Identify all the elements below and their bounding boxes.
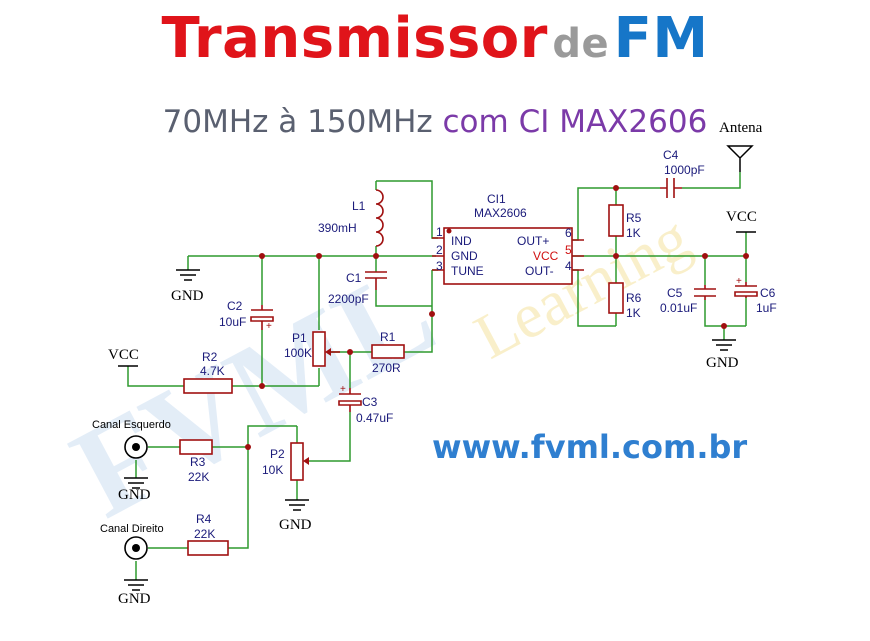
r2-name: R2: [202, 350, 218, 364]
r1-value: 270R: [372, 361, 401, 375]
ic-pin6-label: OUT+: [517, 234, 549, 248]
inductor-l1: L1 390mH: [318, 189, 384, 247]
p1-value: 100K: [284, 346, 312, 360]
gnd-right: GND: [706, 339, 739, 371]
r5-name: R5: [626, 211, 642, 225]
watermark-fvml: FVML: [51, 239, 457, 546]
c6-plus: +: [736, 276, 742, 287]
ic-pin3-num: 3: [436, 259, 443, 273]
resistor-r4: R4 22K: [187, 512, 229, 556]
resistor-r1: R1 270R: [371, 330, 405, 375]
c4-name: C4: [663, 148, 679, 162]
page-title: Transmissor de FM: [0, 6, 870, 71]
c1-value: 2200pF: [328, 292, 369, 306]
c4-value: 1000pF: [664, 163, 705, 177]
c6-value: 1uF: [756, 301, 777, 315]
l1-value: 390mH: [318, 221, 357, 235]
c2-name: C2: [227, 299, 243, 313]
r3-value: 22K: [188, 470, 209, 484]
ic-pin3-label: TUNE: [451, 264, 484, 278]
junctions: [245, 185, 749, 450]
c6-name: C6: [760, 286, 776, 300]
gnd-left-channel: GND: [118, 477, 151, 503]
gnd-top-left: GND: [171, 269, 204, 304]
page-subtitle: 70MHz à 150MHz com CI MAX2606: [0, 104, 870, 140]
r4-name: R4: [196, 512, 212, 526]
r4-value: 22K: [194, 527, 215, 541]
potentiometer-p2: P2 10K: [262, 442, 309, 481]
gnd-right-channel: GND: [118, 579, 151, 607]
p1-name: P1: [292, 331, 307, 345]
capacitor-c5: C5 0.01uF: [660, 285, 716, 315]
watermark-learning: Learning: [463, 201, 700, 372]
c2-value: 10uF: [219, 315, 246, 329]
resistor-r6: R6 1K: [608, 282, 642, 320]
resistor-r2: R2 4.7K: [183, 350, 233, 394]
l1-name: L1: [352, 199, 366, 213]
ic-pin4-label: OUT-: [525, 264, 554, 278]
title-part3: FM: [613, 6, 709, 71]
capacitor-c4: C4 1000pF: [660, 148, 705, 198]
ic-part: MAX2606: [474, 206, 527, 220]
title-part1: Transmissor: [161, 6, 548, 71]
r2-value: 4.7K: [200, 364, 225, 378]
c3-name: C3: [362, 395, 378, 409]
right-channel-label: Canal Direito: [100, 523, 164, 535]
subtitle-part2: com CI MAX2606: [442, 104, 708, 140]
capacitor-c3: + C3 0.47uF: [338, 384, 393, 425]
ic-max2606: CI1 MAX2606 1 2 3 IND GND TUNE OUT+ VCC …: [432, 192, 584, 285]
resistor-r5: R5 1K: [608, 204, 642, 240]
capacitor-c2: + C2 10uF: [219, 299, 274, 332]
c3-value: 0.47uF: [356, 411, 393, 425]
jack-right-channel: Canal Direito: [100, 523, 164, 560]
vcc-right: VCC: [726, 209, 757, 233]
r5-value: 1K: [626, 226, 641, 240]
potentiometer-p1: P1 100K: [284, 331, 340, 367]
gnd-label-1: GND: [171, 288, 204, 304]
left-channel-label: Canal Esquerdo: [92, 419, 171, 431]
gnd-p2: GND: [279, 499, 312, 533]
ic-pin6-num: 6: [565, 226, 572, 240]
r6-value: 1K: [626, 306, 641, 320]
r6-name: R6: [626, 291, 642, 305]
ic-pin1-label: IND: [451, 234, 472, 248]
gnd-label-2: GND: [118, 487, 151, 503]
ic-pin1-num: 1: [436, 225, 443, 239]
website-url: www.fvml.com.br: [432, 428, 748, 466]
c5-value: 0.01uF: [660, 301, 697, 315]
gnd-label-5: GND: [706, 355, 739, 371]
subtitle-part1: 70MHz à 150MHz: [162, 104, 433, 140]
capacitor-c1: C1 2200pF: [328, 271, 387, 306]
c3-plus: +: [340, 384, 346, 395]
ic-name: CI1: [487, 192, 506, 206]
gnd-label-3: GND: [279, 517, 312, 533]
antenna-icon: Antena: [719, 120, 763, 172]
antenna-label: Antena: [719, 120, 763, 136]
capacitor-c6: + C6 1uF: [734, 276, 777, 315]
c2-plus: +: [266, 321, 272, 332]
c1-name: C1: [346, 271, 362, 285]
ic-pin5-num: 5: [565, 243, 572, 257]
vcc-left: VCC: [108, 347, 139, 367]
ic-pin4-num: 4: [565, 259, 572, 273]
vcc-left-label: VCC: [108, 347, 139, 363]
c5-name: C5: [667, 286, 683, 300]
r3-name: R3: [190, 455, 206, 469]
vcc-right-label: VCC: [726, 209, 757, 225]
ic-pin2-num: 2: [436, 243, 443, 257]
ic-pin5-label: VCC: [533, 249, 559, 263]
title-part2: de: [552, 21, 610, 67]
p2-name: P2: [270, 447, 285, 461]
p2-value: 10K: [262, 463, 283, 477]
jack-left-channel: Canal Esquerdo: [92, 419, 171, 459]
resistor-r3: R3 22K: [179, 439, 213, 484]
r1-name: R1: [380, 330, 396, 344]
gnd-label-4: GND: [118, 591, 151, 607]
ic-pin2-label: GND: [451, 249, 478, 263]
